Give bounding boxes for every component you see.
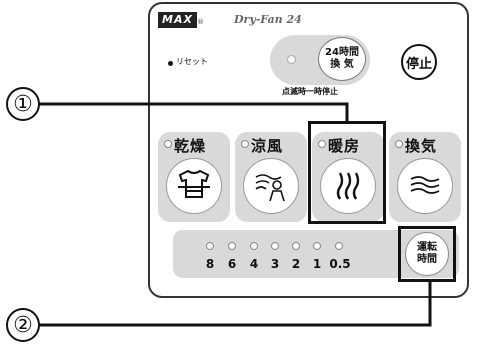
blink-pause-label: 点滅時一時停止 bbox=[282, 87, 338, 96]
mode-cool-breeze: 涼風 bbox=[235, 132, 307, 222]
mode-ventilation-led bbox=[395, 140, 403, 148]
drying-shirt-icon bbox=[178, 169, 210, 198]
ventilation-24h-line1: 24時間 bbox=[325, 47, 359, 58]
mode-ventilation-label: 換気 bbox=[405, 137, 438, 155]
timer-led-8 bbox=[206, 242, 214, 250]
timer-led-2 bbox=[292, 242, 300, 250]
mode-heating-button[interactable] bbox=[320, 158, 376, 214]
timer-value-4: 4 bbox=[249, 257, 259, 271]
mode-ventilation-button[interactable] bbox=[397, 158, 453, 214]
runtime-line2: 時間 bbox=[417, 254, 437, 265]
timer-led-4 bbox=[250, 242, 258, 250]
runtime-line1: 運転 bbox=[417, 242, 437, 253]
callout-1-label: ① bbox=[13, 91, 33, 117]
mode-ventilation: 換気 bbox=[389, 132, 461, 222]
timer-led-0-5 bbox=[335, 242, 343, 250]
timer-value-3: 3 bbox=[270, 257, 280, 271]
ventilation-waves-icon bbox=[410, 176, 440, 194]
stop-button[interactable]: 停止 bbox=[401, 44, 437, 80]
reset-label: リセット bbox=[176, 57, 208, 66]
mode-cool-breeze-button[interactable] bbox=[243, 158, 299, 214]
callout-1: ① bbox=[6, 87, 40, 121]
mode-drying-button[interactable] bbox=[166, 158, 222, 214]
timer-value-6: 6 bbox=[227, 257, 237, 271]
heating-waves-icon bbox=[336, 172, 360, 200]
timer-value-1: 1 bbox=[312, 257, 322, 271]
stop-label: 停止 bbox=[405, 56, 432, 72]
timer-led-3 bbox=[271, 242, 279, 250]
mode-heating-led bbox=[318, 140, 326, 148]
ventilation-24h-button[interactable]: 24時間 換 気 bbox=[318, 37, 366, 81]
mode-cool-breeze-led bbox=[241, 140, 249, 148]
heating-highlight-box bbox=[308, 121, 386, 224]
ventilation-24h-led bbox=[287, 55, 296, 64]
mode-drying: 乾燥 bbox=[158, 132, 230, 222]
timer-led-6 bbox=[228, 242, 236, 250]
cool-breeze-person-icon bbox=[255, 174, 285, 202]
timer-value-2: 2 bbox=[291, 257, 301, 271]
mode-drying-led bbox=[164, 140, 172, 148]
timer-value-8: 8 bbox=[205, 257, 215, 271]
reset-indicator-dot[interactable] bbox=[168, 61, 173, 66]
timer-led-1 bbox=[313, 242, 321, 250]
mode-heating-label: 暖房 bbox=[328, 137, 361, 155]
timer-value-0-5: 0.5 bbox=[329, 257, 351, 271]
mode-heating: 暖房 bbox=[312, 132, 384, 222]
callout-2: ② bbox=[6, 308, 40, 342]
callout-2-label: ② bbox=[13, 312, 33, 338]
mode-cool-breeze-label: 涼風 bbox=[251, 137, 284, 155]
product-name: Dry-Fan 24 bbox=[234, 13, 302, 26]
registered-mark: ® bbox=[197, 18, 204, 26]
ventilation-24h-line2: 換 気 bbox=[330, 59, 354, 70]
runtime-highlight-box bbox=[398, 226, 456, 282]
runtime-button[interactable]: 運転 時間 bbox=[405, 232, 449, 276]
mode-drying-label: 乾燥 bbox=[174, 137, 207, 155]
max-logo: MAX bbox=[158, 12, 197, 28]
